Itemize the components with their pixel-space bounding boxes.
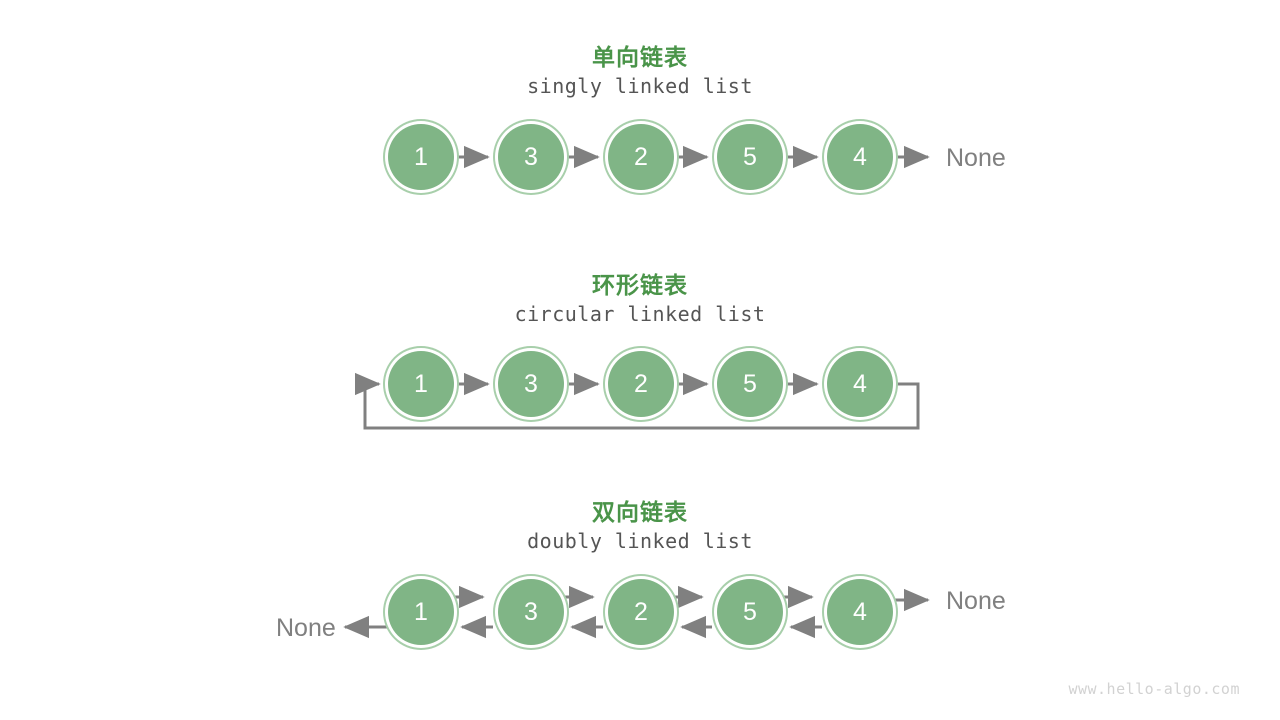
list-node: 1: [388, 579, 454, 645]
list-node: 3: [498, 351, 564, 417]
list-node: 2: [608, 124, 674, 190]
section-subtitle-doubly: doubly linked list: [527, 529, 753, 553]
list-node: 4: [827, 579, 893, 645]
list-node: 4: [827, 351, 893, 417]
list-node: 5: [717, 579, 783, 645]
list-node: 5: [717, 124, 783, 190]
none-label-tail-singly: None: [946, 144, 1006, 172]
list-node: 3: [498, 579, 564, 645]
list-node: 2: [608, 351, 674, 417]
section-title-singly: 单向链表: [592, 44, 688, 70]
list-node: 5: [717, 351, 783, 417]
watermark: www.hello-algo.com: [1068, 680, 1240, 698]
list-node: 1: [388, 351, 454, 417]
list-node: 3: [498, 124, 564, 190]
section-subtitle-circular: circular linked list: [514, 302, 766, 326]
section-title-doubly: 双向链表: [592, 499, 688, 525]
none-label-tail-doubly: None: [946, 587, 1006, 615]
none-label-head-doubly: None: [276, 614, 336, 642]
section-title-circular: 环形链表: [592, 272, 688, 298]
list-node: 1: [388, 124, 454, 190]
section-subtitle-singly: singly linked list: [527, 74, 753, 98]
list-node: 4: [827, 124, 893, 190]
list-node: 2: [608, 579, 674, 645]
